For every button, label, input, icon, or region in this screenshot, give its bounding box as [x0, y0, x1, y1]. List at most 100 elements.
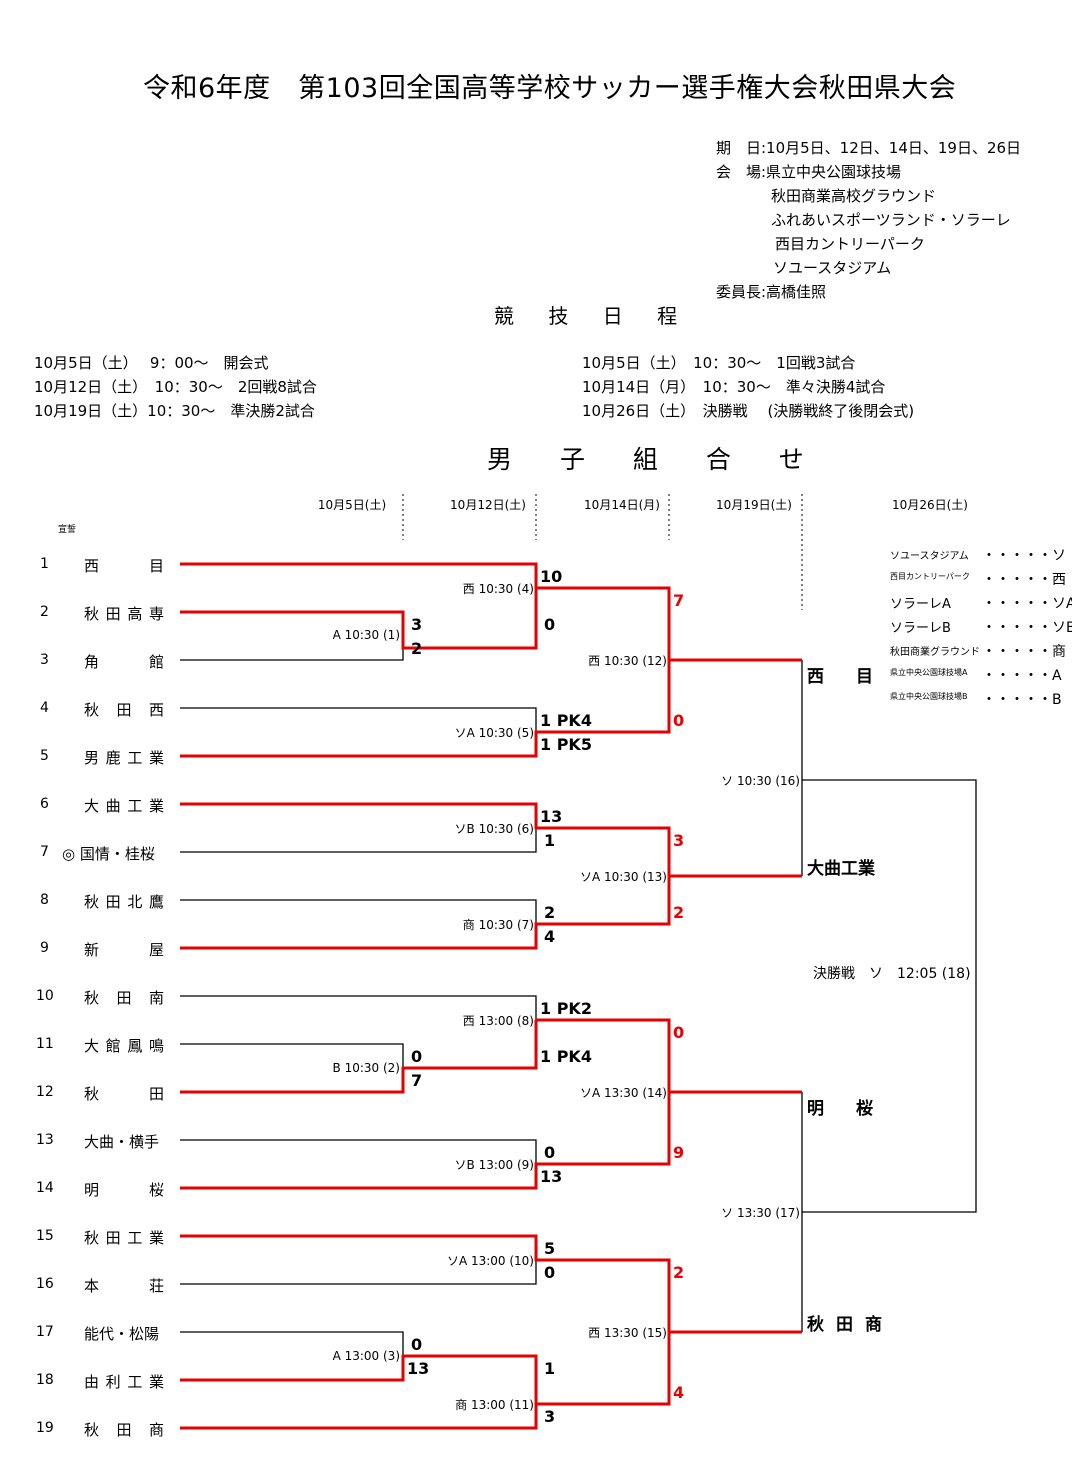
team-number: 16	[36, 1276, 54, 1292]
team-number: 19	[36, 1420, 54, 1436]
score: 13	[407, 1359, 430, 1378]
score: 2	[544, 903, 556, 922]
bracket-line-win	[180, 1354, 538, 1404]
score: 0	[411, 1047, 423, 1066]
info-venue: 西目カントリーパーク	[775, 235, 925, 253]
team-name: 大曲工業	[84, 797, 164, 815]
bracket-line	[180, 648, 404, 661]
score: 1	[544, 831, 556, 850]
page-title: 令和6年度 第103回全国高等学校サッカー選手権大会秋田県大会	[143, 73, 957, 104]
score: 0	[544, 1143, 556, 1162]
legend-code: ・・・・・ソB	[982, 620, 1072, 636]
team-name: 大館鳳鳴	[84, 1037, 164, 1055]
schedule-item: 10月14日（月） 10：30～ 準々決勝4試合	[582, 378, 886, 396]
team-number: 18	[36, 1372, 54, 1388]
bracket-line-win	[180, 802, 671, 876]
bracket-line	[180, 828, 537, 853]
team-name: 能代・松陽	[84, 1325, 160, 1343]
team-number: 6	[40, 796, 49, 812]
bracket-line-win	[180, 1020, 538, 1094]
team-name: 角館	[84, 653, 164, 671]
team-name: ◎ 国情・桂桜	[62, 845, 155, 863]
score: 13	[540, 807, 563, 826]
schedule-item: 10月5日（土） 9：00～ 開会式	[34, 354, 269, 372]
score: 3	[544, 1407, 556, 1426]
oath-label: 宣誓	[58, 525, 77, 535]
team-name: 西目	[84, 557, 164, 575]
score: 2	[411, 639, 423, 658]
score: 0	[673, 1023, 685, 1042]
bracket-line-win	[180, 660, 671, 758]
bracket-line-win	[180, 1332, 671, 1430]
team-number: 2	[40, 604, 49, 620]
semifinalist-name: 明桜	[807, 1099, 873, 1119]
score: 0	[544, 1263, 556, 1282]
match-label: B 10:30 (2)	[332, 1061, 400, 1075]
team-number: 9	[40, 940, 49, 956]
semifinalist-name: 西目	[807, 667, 873, 687]
legend-venue: 県立中央公園球技場B	[890, 692, 968, 701]
score: 0	[411, 1335, 423, 1354]
bracket-line	[180, 1260, 537, 1285]
score: 3	[673, 831, 685, 850]
team-number: 5	[40, 748, 49, 764]
legend-code: ・・・・・A	[982, 668, 1062, 684]
semifinalist-name: 大曲工業	[807, 859, 875, 879]
bracket-line	[180, 995, 537, 1020]
team-name: 由利工業	[84, 1373, 164, 1391]
score: 3	[411, 615, 423, 634]
bracket-line	[180, 1139, 537, 1164]
bracket-line-win	[180, 1092, 671, 1190]
score: 1 PK5	[540, 735, 592, 754]
round-date: 10月12日(土)	[450, 498, 526, 512]
bracket-line	[180, 1043, 404, 1068]
match-label: ソB 10:30 (6)	[454, 822, 534, 836]
match-label: 西 10:30 (12)	[588, 654, 667, 668]
team-number: 3	[40, 652, 49, 668]
bracket-line-win	[180, 876, 671, 950]
score: 7	[411, 1071, 423, 1090]
score: 2	[673, 903, 685, 922]
info-venue: 秋田商業高校グラウンド	[771, 187, 937, 205]
team-number: 7	[40, 844, 49, 860]
team-number: 12	[36, 1084, 54, 1100]
team-name: 秋田工業	[84, 1229, 164, 1247]
match-label: 商 10:30 (7)	[462, 918, 534, 932]
schedule-item: 10月5日（土） 10：30～ 1回戦3試合	[582, 354, 856, 372]
team-name: 秋田	[84, 1085, 164, 1103]
bracket-heading: 男 子 組 合 せ	[487, 445, 824, 474]
score: 1	[544, 1359, 556, 1378]
team-number: 4	[40, 700, 49, 716]
match-label: A 13:00 (3)	[332, 1349, 400, 1363]
team-name: 本荘	[84, 1277, 164, 1295]
score: 10	[540, 567, 563, 586]
team-name: 明桜	[84, 1181, 164, 1199]
legend-code: ・・・・・ソ	[982, 548, 1066, 564]
legend-venue: ソラーレA	[890, 597, 951, 612]
team-number: 8	[40, 892, 49, 908]
schedule-item: 10月12日（土） 10：30～ 2回戦8試合	[34, 378, 317, 396]
legend-venue: 秋田商業グラウンド	[890, 647, 980, 658]
legend-code: ・・・・・ソA	[982, 596, 1072, 612]
bracket-line-win	[536, 1018, 671, 1092]
legend-code: ・・・・・B	[982, 692, 1062, 708]
team-number: 11	[36, 1036, 54, 1052]
info-venue-label: 会 場:県立中央公園球技場	[716, 163, 902, 181]
info-dates: 期 日:10月5日、12日、14日、19日、26日	[716, 139, 1022, 157]
legend-code: ・・・・・西	[982, 572, 1066, 588]
bracket-line-win	[180, 1234, 671, 1332]
score: 1 PK4	[540, 1047, 592, 1066]
legend-code: ・・・・・商	[982, 644, 1066, 660]
match-label: ソ 10:30 (16)	[721, 774, 800, 788]
match-label: 西 13:30 (15)	[588, 1326, 667, 1340]
score: 1 PK4	[540, 711, 592, 730]
team-number: 14	[36, 1180, 54, 1196]
match-label: A 10:30 (1)	[332, 628, 400, 642]
match-label: ソ 13:30 (17)	[721, 1206, 800, 1220]
bracket-line	[802, 779, 977, 1213]
legend-venue: ソラーレB	[890, 621, 951, 636]
final-label: 決勝戦 ソ 12:05 (18)	[813, 966, 971, 982]
team-name: 秋田南	[84, 989, 164, 1007]
team-number: 15	[36, 1228, 54, 1244]
